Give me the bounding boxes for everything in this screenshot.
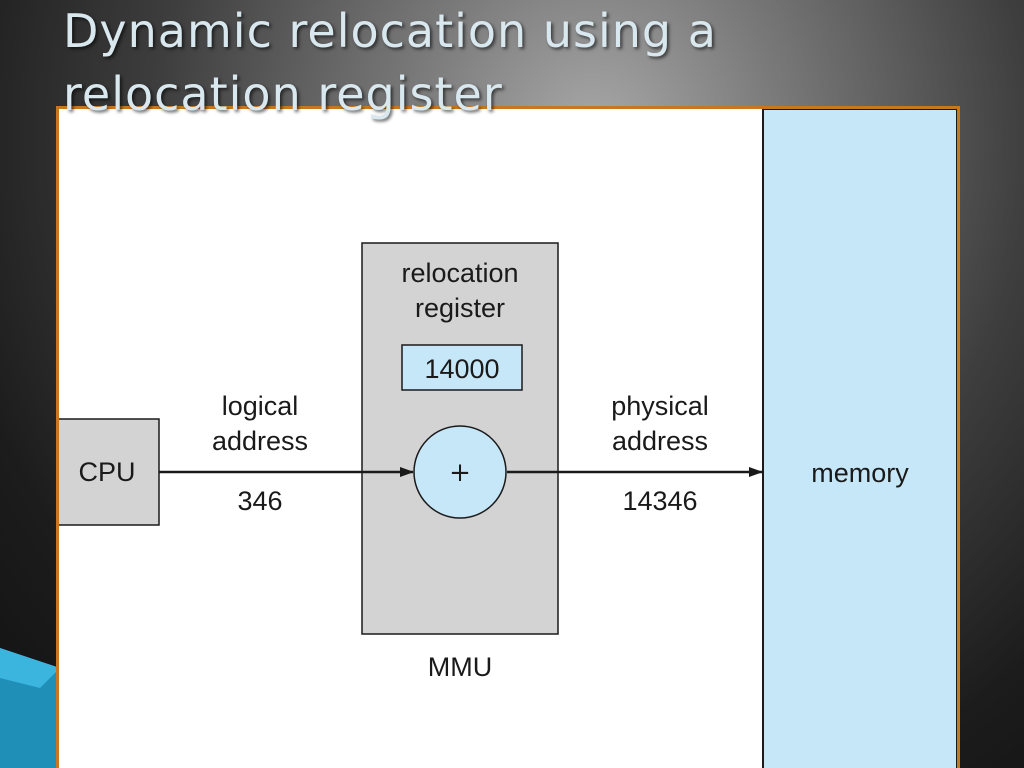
slide-title-line-1: Dynamic relocation using a: [63, 4, 717, 58]
logical-address-label-line-2: address: [212, 426, 308, 456]
mmu-label: MMU: [428, 652, 492, 682]
memory-block: [762, 109, 957, 768]
physical-address-label-line-2: address: [612, 426, 708, 456]
relocation-register-box: [401, 344, 523, 391]
relocation-register-label-line-2: register: [415, 293, 505, 323]
relocation-diagram: memory relocation register 14000 CPU + l…: [59, 109, 957, 768]
relocation-register-label-line-1: relocation: [401, 258, 518, 288]
physical-address-label-line-1: physical: [611, 391, 709, 421]
adder-circle: [413, 425, 507, 519]
figure-frame: memory relocation register 14000 CPU + l…: [56, 106, 960, 768]
cpu-label: CPU: [78, 457, 135, 487]
memory-label: memory: [811, 458, 909, 488]
physical-address-value: 14346: [622, 486, 697, 516]
decorative-accent-shape: [0, 648, 60, 768]
logical-address-label-line-1: logical: [222, 391, 299, 421]
slide-title-line-2: relocation register: [63, 67, 503, 121]
cpu-box: [59, 418, 160, 526]
slide-title: Dynamic relocation using a relocation re…: [63, 0, 1003, 126]
adder-plus-symbol: +: [449, 458, 471, 488]
relocation-register-value: 14000: [424, 354, 499, 384]
logical-address-value: 346: [237, 486, 282, 516]
